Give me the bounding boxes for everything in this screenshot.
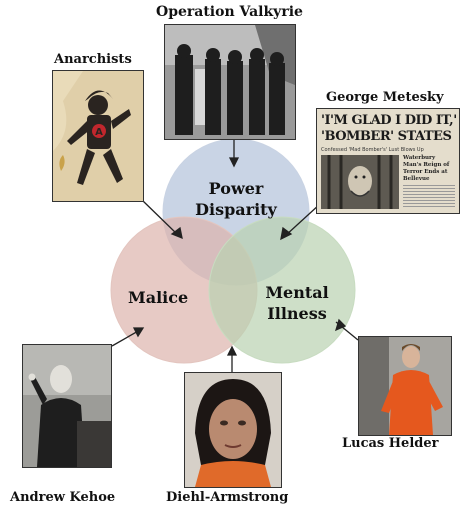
operation-valkyrie-label: Operation Valkyrie <box>156 4 303 20</box>
newspaper-subheadline: Confessed 'Mad Bomber's' Lust Blows Up <box>321 147 424 153</box>
svg-text:A: A <box>95 127 103 138</box>
george-metesky-label: George Metesky <box>326 90 444 105</box>
diehl-armstrong-mugshot <box>184 372 282 488</box>
diehl-armstrong-face-image <box>185 373 281 487</box>
andrew-kehoe-label: Andrew Kehoe <box>10 490 116 505</box>
valkyrie-figures-image <box>165 25 295 139</box>
george-metesky-newspaper: 'I'M GLAD I DID IT,' 'BOMBER' STATES Con… <box>316 108 460 214</box>
malice-label-text: Malice <box>128 288 189 307</box>
mental-illness-label: Mental Illness <box>262 282 332 324</box>
power-disparity-label: Power Disparity <box>186 178 286 220</box>
operation-valkyrie-photo <box>164 24 296 140</box>
malice-label: Malice <box>128 287 188 308</box>
newspaper-headline-2: 'BOMBER' STATES <box>321 129 452 144</box>
metesky-face-image <box>321 155 399 209</box>
newspaper-headline-1: 'I'M GLAD I DID IT,' <box>321 113 457 128</box>
lucas-helder-photo <box>358 336 452 436</box>
mental-label-line2: Illness <box>267 304 327 323</box>
mental-label-line1: Mental <box>265 283 329 302</box>
lucas-helder-label: Lucas Helder <box>342 436 439 451</box>
anarchist-figure-image: A <box>53 71 143 201</box>
anarchists-poster: A <box>52 70 144 202</box>
arrows <box>111 140 359 372</box>
kehoe-figure-image <box>23 345 111 467</box>
power-label-line2: Disparity <box>195 200 277 219</box>
power-label-line1: Power <box>208 179 264 198</box>
andrew-kehoe-photo <box>22 344 112 468</box>
anarchists-label: Anarchists <box>54 52 132 67</box>
diehl-armstrong-label: Diehl-Armstrong <box>166 490 289 505</box>
arrow-anarchists <box>141 199 179 236</box>
arrow-kehoe <box>111 329 141 347</box>
newspaper-photo <box>321 155 399 209</box>
newspaper-sidebar-text: Waterbury Man's Reign of Terror Ends at … <box>403 155 450 182</box>
newspaper-column-lines <box>403 185 455 209</box>
mental-illness-circle <box>208 216 356 364</box>
arrow-metesky <box>284 203 321 237</box>
helder-figure-image <box>359 337 451 435</box>
